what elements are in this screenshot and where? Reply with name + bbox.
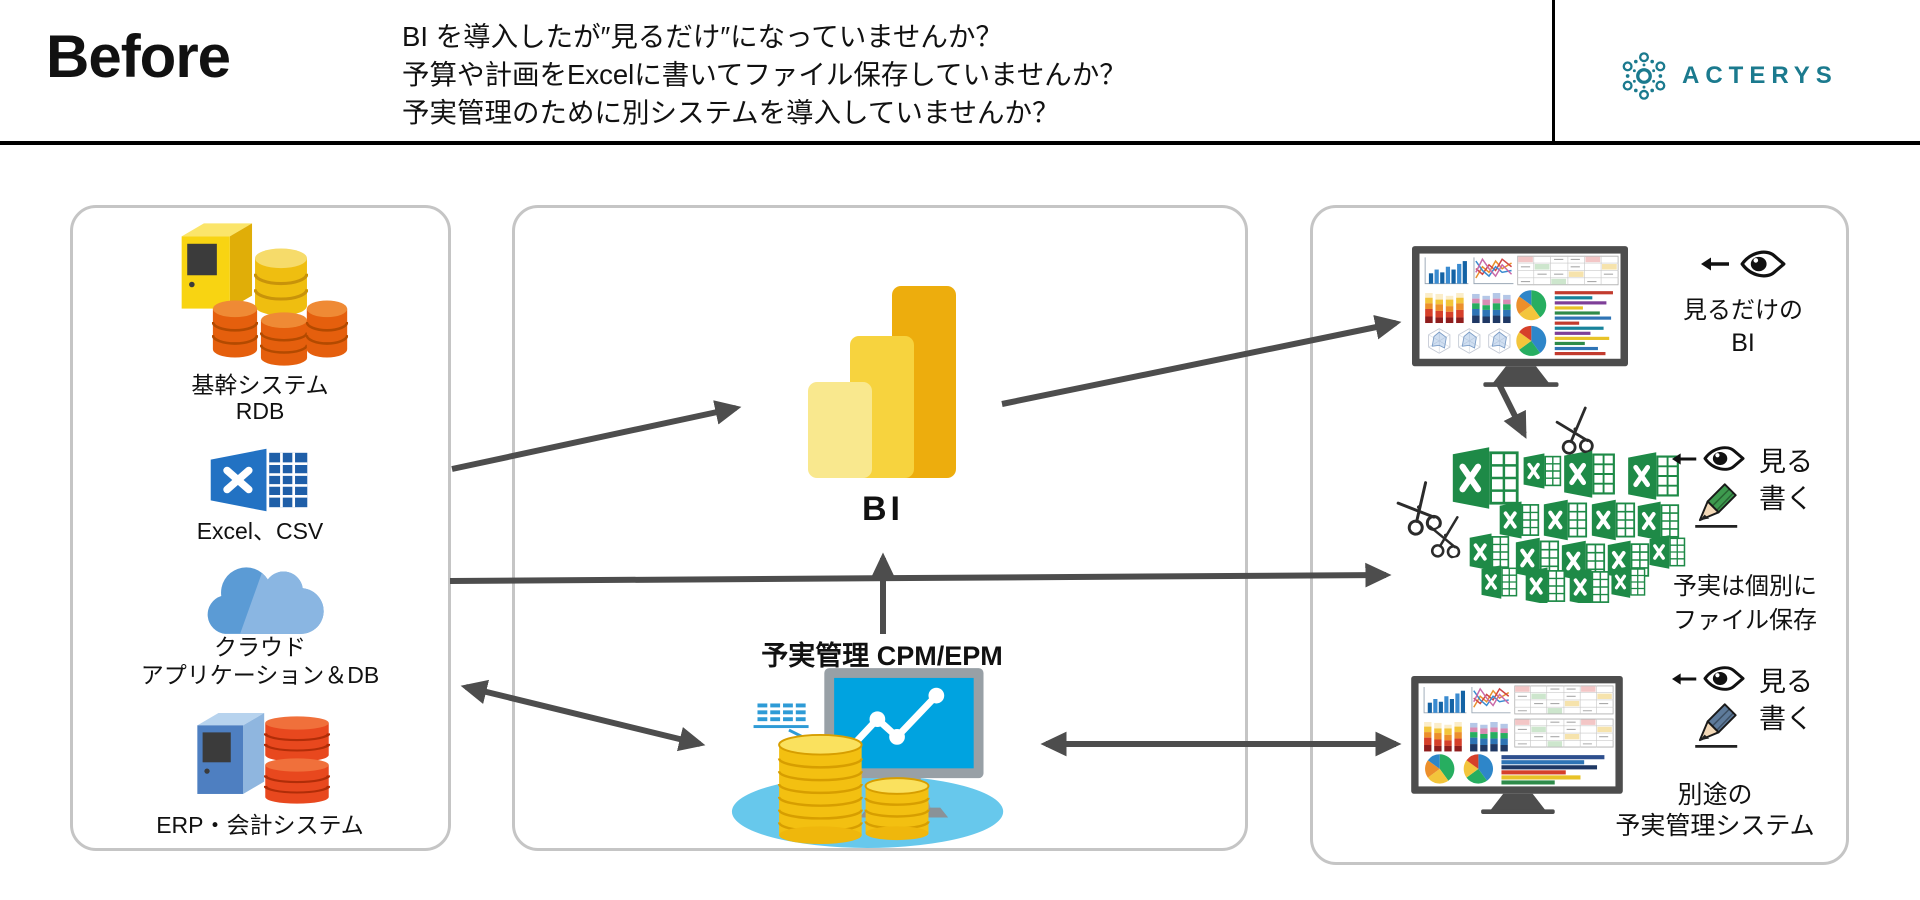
source-label-core-system: 基幹システム: [191, 372, 329, 398]
header-questions: BI を導入したが″見るだけ″になっていませんか？ 予算や計画をExcelに書い…: [402, 18, 1127, 132]
view-write-files-line2: 書く: [1759, 484, 1813, 514]
bi-dashboard-monitor: [1412, 246, 1628, 387]
acterys-logo-text: ACTERYS: [1682, 62, 1838, 89]
excel-file-icon: [1453, 447, 1517, 509]
left-arrow-icon: [1701, 256, 1731, 272]
cloud-icon: [207, 567, 324, 634]
view-write-system-line1: 見る: [1759, 667, 1813, 697]
power-bi-bars-icon: [808, 286, 956, 478]
monitor-chart-coins-icon: [731, 668, 1004, 848]
files-note-line1: 予実は個別に: [1673, 573, 1817, 600]
acterys-logo: ACTERYS: [1618, 50, 1838, 102]
source-label-cloud: クラウド: [214, 634, 306, 660]
page-title: Before: [46, 23, 231, 90]
eye-icon: [1703, 664, 1745, 693]
excel-file-icon: [1524, 565, 1566, 603]
source-label-erp: ERP・会計システム: [156, 812, 364, 838]
server-databases-yellow-icon: [181, 223, 348, 366]
excel-file-icon: [1480, 563, 1518, 601]
cpm-system-monitor: [1411, 676, 1623, 814]
excel-file-icon: [1564, 450, 1614, 498]
excel-file-icon: [1592, 500, 1634, 540]
scissors-icon: [1425, 516, 1467, 563]
eye-icon: [1740, 248, 1786, 280]
mini-table-glyph: [753, 703, 809, 729]
source-systems-panel: [70, 205, 451, 851]
view-write-files-line1: 見る: [1759, 447, 1813, 477]
scissors-icon: [1551, 406, 1602, 461]
question-line-3: 予実管理のために別システムを導入していませんか？: [402, 97, 1060, 128]
excel-file-icon: [1468, 531, 1510, 573]
question-line-2: 予算や計画をExcelに書いてファイル保存していませんか？: [402, 59, 1127, 90]
system-note: 別途の 予実管理システム: [1580, 780, 1850, 842]
view-only-line2: BI: [1731, 329, 1755, 357]
left-arrow-icon: [1672, 452, 1698, 466]
server-databases-blue-icon: [197, 713, 329, 804]
left-arrow-icon: [1672, 672, 1698, 686]
excel-file-icon: [1544, 500, 1586, 540]
pencil-green-icon: [1689, 475, 1745, 531]
outputs-panel: [1310, 205, 1849, 865]
source-label-rdb: RDB: [235, 398, 285, 424]
excel-file-icon: [1648, 533, 1686, 571]
excel-file-icon: [1522, 451, 1562, 491]
question-line-1: BI を導入したが″見るだけ″になっていませんか？: [402, 21, 1003, 52]
annotation-view-write-files: 見る 書く: [1672, 444, 1813, 531]
header-vertical-divider: [1552, 0, 1555, 141]
source-label-excel-csv: Excel、CSV: [196, 518, 324, 544]
files-note-line2: ファイル保存: [1673, 607, 1817, 634]
bi-panel: [512, 205, 1248, 851]
system-note-line2: 予実管理システム: [1615, 812, 1815, 840]
excel-spreadsheet-blue-icon: [210, 448, 308, 512]
excel-file-icon: [1568, 566, 1610, 603]
excel-file-icon: [1498, 499, 1540, 541]
annotation-view-write-system: 見る 書く: [1672, 664, 1813, 751]
source-label-cloud-apps: アプリケーション＆DB: [140, 662, 380, 688]
scissors-icon: [1391, 481, 1450, 543]
view-write-system-line2: 書く: [1759, 704, 1813, 734]
system-note-line1: 別途の: [1677, 781, 1753, 809]
pencil-blue-icon: [1689, 695, 1745, 751]
acterys-logo-mark: [1622, 52, 1666, 100]
eye-icon: [1703, 444, 1745, 473]
view-only-line1: 見るだけの: [1683, 297, 1803, 324]
annotation-view-only-bi: 見るだけの BI: [1648, 248, 1838, 358]
bi-label: BI: [862, 490, 904, 528]
files-note: 予実は個別に ファイル保存: [1630, 570, 1860, 638]
excel-file-icon: [1628, 452, 1678, 500]
header-rule: [0, 141, 1920, 145]
cpm-title: 予実管理 CPM/EPM: [761, 641, 1003, 671]
